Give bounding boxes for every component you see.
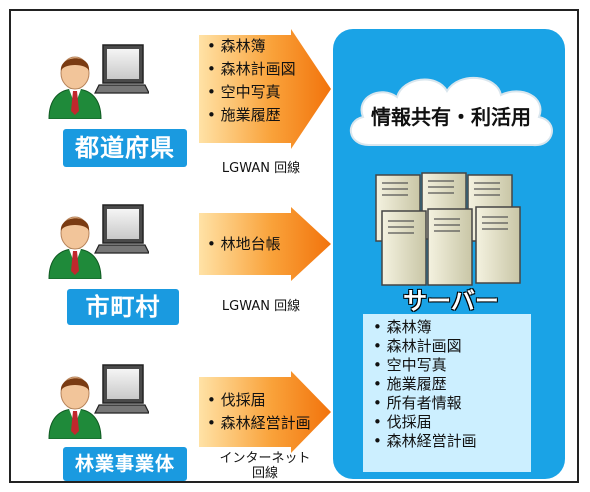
prefecture-data-item: 森林計画図 xyxy=(207,58,296,81)
server-data-item: 森林計画図 xyxy=(373,337,531,356)
server-data-item: 空中写真 xyxy=(373,356,531,375)
prefecture-data-item: 森林簿 xyxy=(207,35,296,58)
server-data-box: 森林簿 森林計画図 空中写真 施業履歴 所有者情報 伐採届 森林経営計画 xyxy=(363,314,531,472)
municipality-data-list: 林地台帳 xyxy=(207,233,281,256)
line-label-part: インターネット xyxy=(219,451,311,466)
line-label-part: 回線 xyxy=(251,466,278,481)
cloud-shape xyxy=(349,77,553,147)
org-label-forestry-operator: 林業事業体 xyxy=(63,447,187,481)
person-with-laptop-icon xyxy=(45,39,149,119)
municipality-data-item: 林地台帳 xyxy=(207,233,281,256)
diagram-frame: 情報共有・利活用 サーバー 森林簿 森林計画図 xyxy=(9,9,579,483)
person-with-laptop-icon xyxy=(45,199,149,279)
cloud-text: 情報共有・利活用 xyxy=(371,105,531,129)
line-label-forestry-operator: インターネット 回線 xyxy=(201,451,329,481)
server-data-item: 森林簿 xyxy=(373,318,531,337)
server-data-item: 所有者情報 xyxy=(373,394,531,413)
org-label-prefecture: 都道府県 xyxy=(63,129,187,167)
server-data-item: 伐採届 xyxy=(373,413,531,432)
line-label-prefecture: LGWAN 回線 xyxy=(221,161,301,176)
forestry-operator-data-item: 伐採届 xyxy=(207,389,311,412)
server-data-item: 森林経営計画 xyxy=(373,432,531,451)
prefecture-data-item: 施業履歴 xyxy=(207,104,296,127)
server-data-item: 施業履歴 xyxy=(373,375,531,394)
forestry-operator-data-item: 森林経営計画 xyxy=(207,412,311,435)
prefecture-data-list: 森林簿 森林計画図 空中写真 施業履歴 xyxy=(207,35,296,127)
forestry-operator-data-list: 伐採届 森林経営計画 xyxy=(207,389,311,435)
prefecture-data-item: 空中写真 xyxy=(207,81,296,104)
server-label: サーバー xyxy=(403,287,499,315)
org-label-municipality: 市町村 xyxy=(67,289,179,325)
server-cluster-icon xyxy=(375,172,521,286)
person-with-laptop-icon xyxy=(45,359,149,439)
server-data-list: 森林簿 森林計画図 空中写真 施業履歴 所有者情報 伐採届 森林経営計画 xyxy=(373,318,531,451)
line-label-municipality: LGWAN 回線 xyxy=(221,299,301,314)
